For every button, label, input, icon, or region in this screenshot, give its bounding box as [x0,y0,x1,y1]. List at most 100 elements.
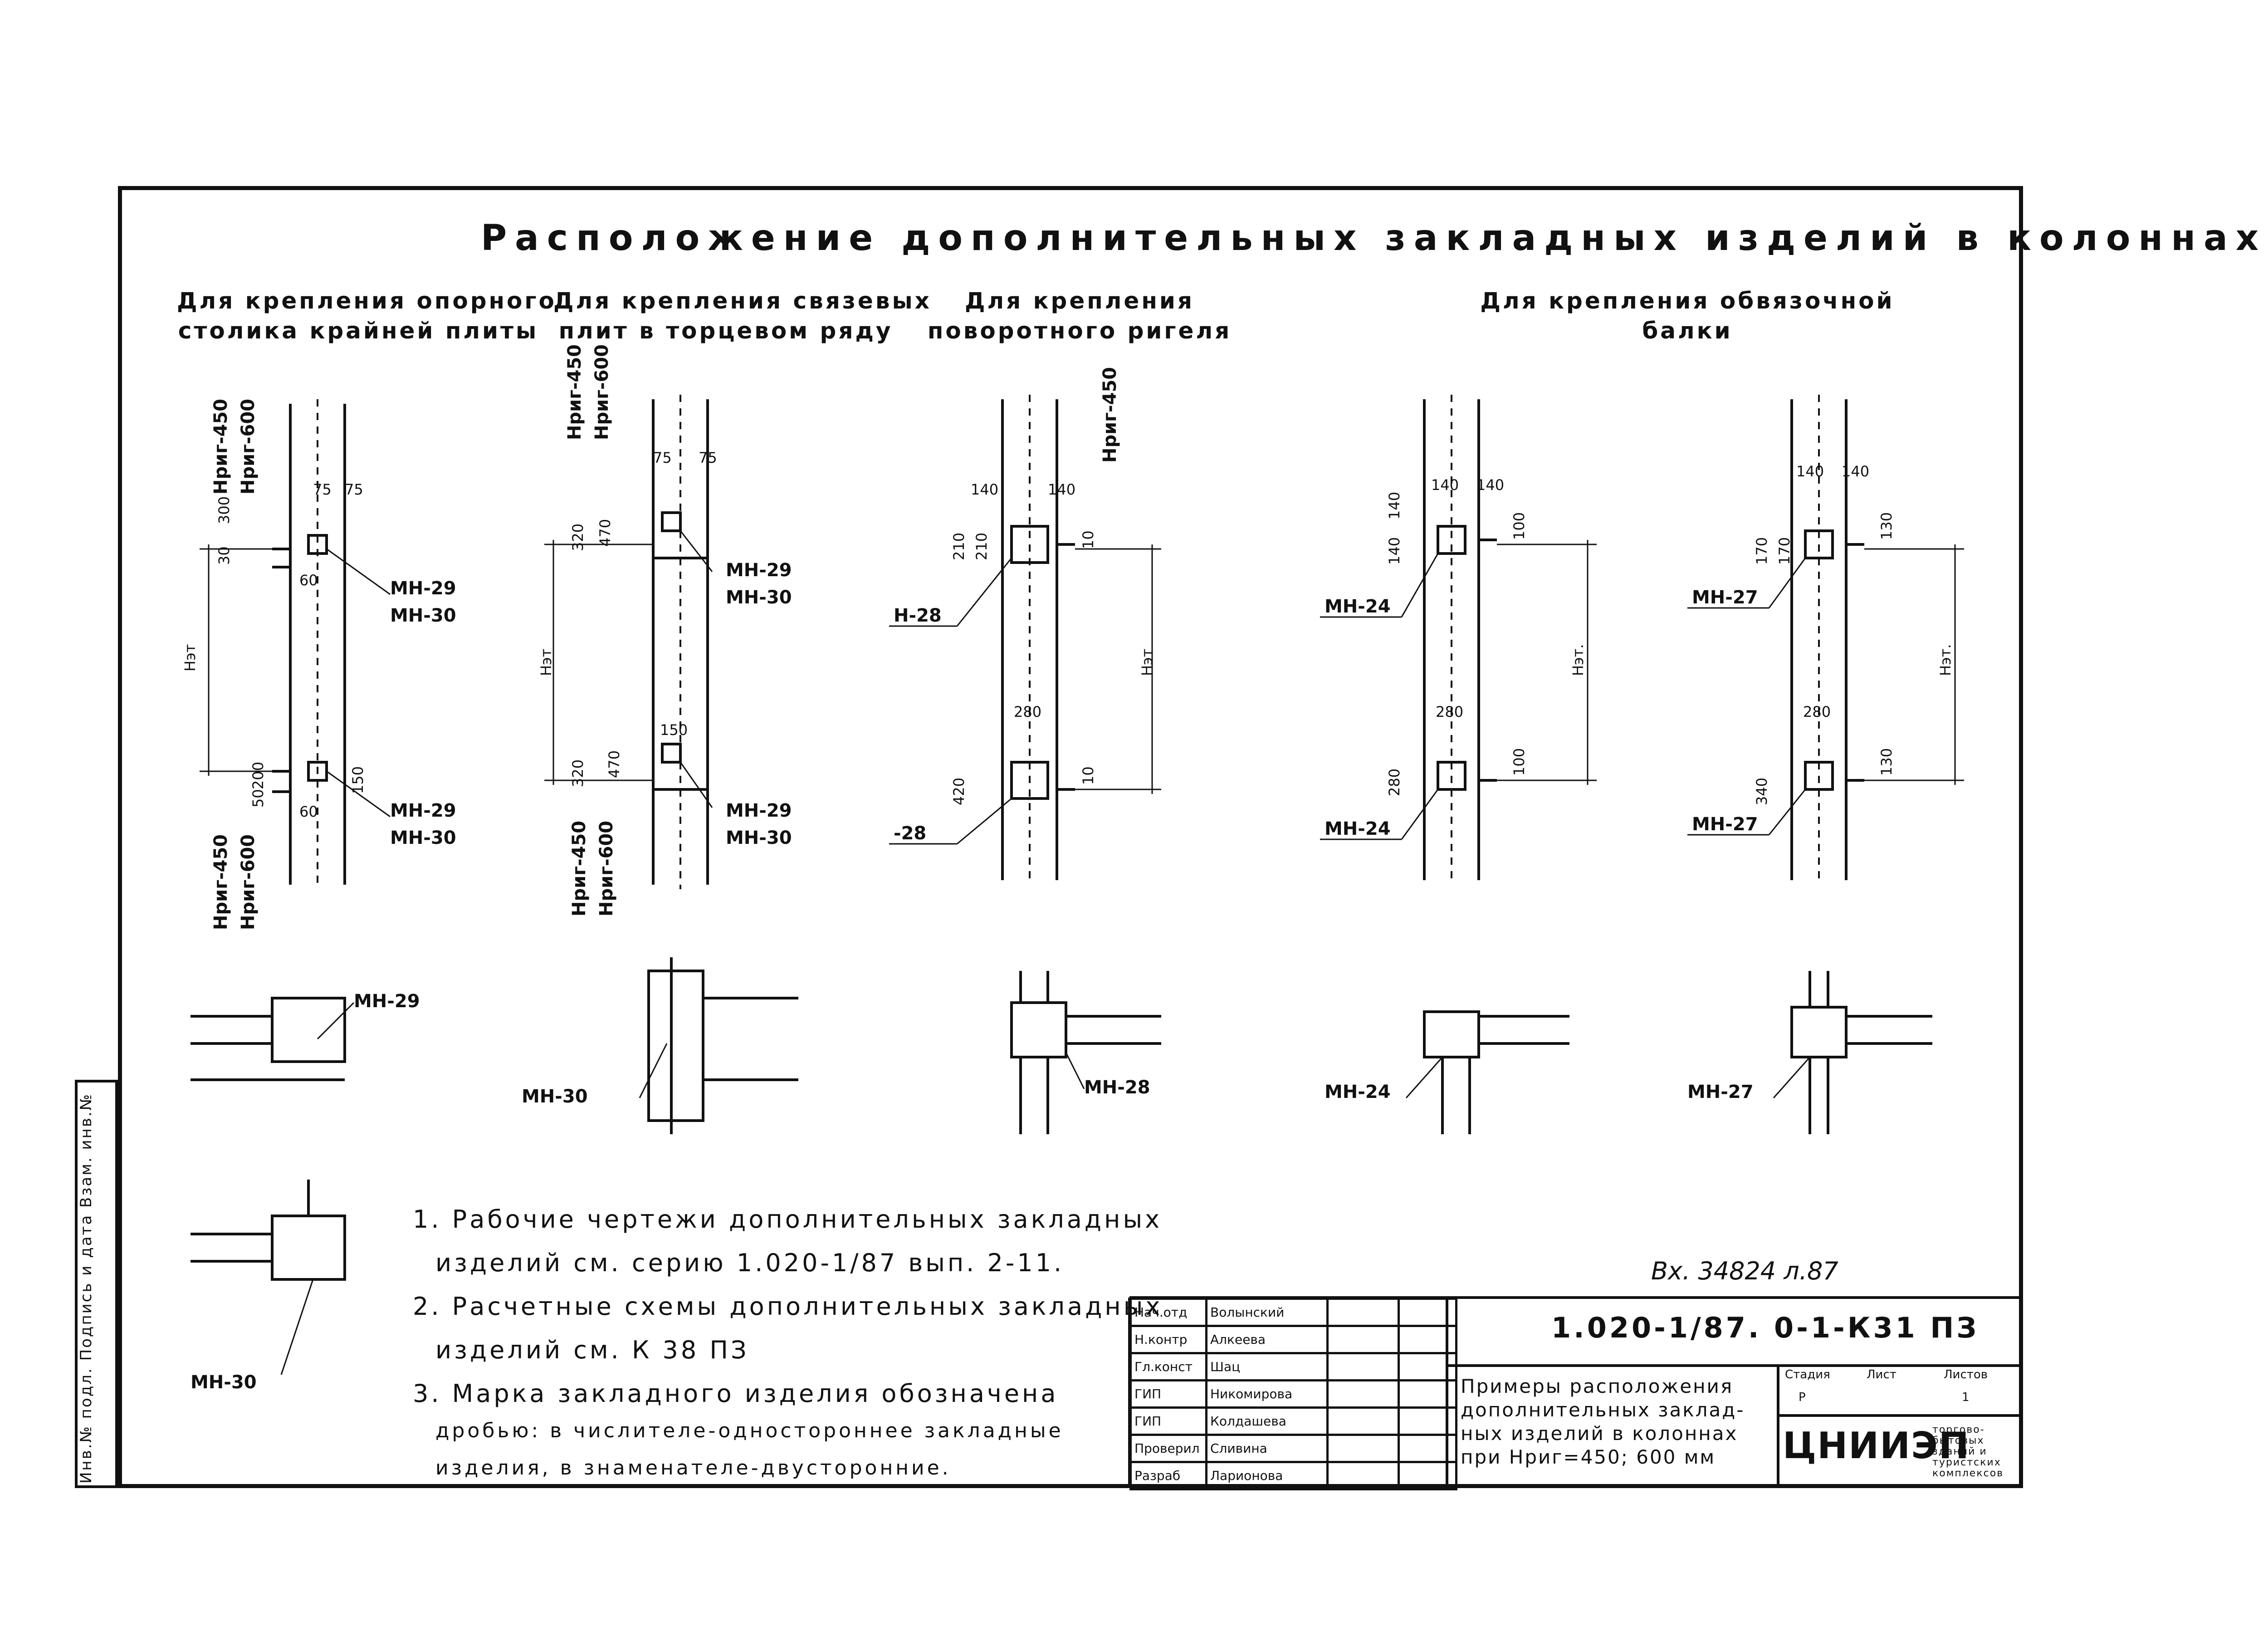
dim-60a: 60 [299,572,318,589]
drawing-frame [118,186,2023,1488]
dim-10b: 10 [1080,766,1097,785]
dim-280a: 280 [1014,703,1041,720]
mark-mn30-plan: МН-30 [522,1086,588,1107]
dim-300: 300 [215,496,233,524]
dim-het-3: Нэт [1139,649,1156,676]
organization-subtitle: торгово- бытовых зданий и туристских ком… [1932,1424,2004,1479]
dim-h600a: Нриг-600 [238,399,259,495]
dim-210a: 210 [950,533,968,560]
dim-h600c: Нриг-600 [591,344,612,440]
dim-200: 200 [249,762,267,789]
mark-mn30-2: МН-30 [390,828,456,848]
mark-mn29-2: МН-29 [390,800,456,821]
mark-mn27-plan: МН-27 [1687,1082,1754,1102]
dim-het-1: Нэт [181,644,199,671]
dim-h600b: Нриг-600 [238,834,259,930]
dim-170a: 170 [1753,537,1770,565]
dim-210b: 210 [973,533,990,560]
mark-mn24-plan: МН-24 [1325,1082,1391,1102]
mark-mn27-2: МН-27 [1692,814,1758,835]
dim-470a: 470 [596,519,614,547]
side-strip-labels: Инв.№ подл. Подпись и дата Взам. инв.№ [77,1092,95,1484]
mark-mn29-4: МН-29 [726,800,792,821]
note-2: 2. Расчетные схемы дополнительных заклад… [413,1292,1163,1321]
dim-h600d: Нриг-600 [596,821,617,916]
dim-75c: 75 [653,449,672,466]
dim-140c: 140 [1431,476,1459,494]
dim-75b: 75 [345,481,363,498]
dim-100b: 100 [1510,748,1528,776]
dim-420: 420 [950,778,968,805]
dim-320b: 320 [569,759,587,787]
dim-140d: 140 [1476,476,1504,494]
dim-130a: 130 [1878,512,1895,540]
dim-30: 30 [215,546,233,565]
dim-h450a: Нриг-450 [210,399,231,495]
dim-140e: 140 [1386,537,1403,565]
dim-50: 50 [249,789,267,808]
dim-60b: 60 [299,803,318,820]
dim-170b: 170 [1776,537,1793,565]
mark-mn30-4: МН-30 [726,828,792,848]
dim-150b: 150 [660,721,688,739]
dim-100a: 100 [1510,512,1528,540]
dim-het-5: Нэт. [1937,644,1954,676]
dim-h450b: Нриг-450 [210,834,231,930]
column-5: Нэт. 140 140 170 170 280 340 130 130 МН-… [1687,395,1964,885]
dim-280d: 280 [1803,703,1831,720]
dim-280c: 280 [1386,769,1403,796]
dim-130b: 130 [1878,748,1895,776]
mark-mn30-1: МН-30 [390,605,456,626]
dim-het-2: Нэт [538,649,555,676]
dim-280b: 280 [1436,703,1463,720]
project-title: Примеры расположения дополнительных закл… [1461,1375,1745,1468]
mark-mn24-2: МН-24 [1325,818,1391,839]
note-1: 1. Рабочие чертежи дополнительных заклад… [413,1205,1163,1234]
mark-h28: Н-28 [894,605,942,626]
note-1b: изделий см. серию 1.020-1/87 вып. 2-11. [435,1249,1065,1277]
dim-320a: 320 [569,524,587,551]
dim-h450d: Нриг-450 [569,821,590,916]
dim-140g: 140 [1796,463,1824,480]
dim-het-4: Нэт. [1569,644,1587,676]
dim-140f: 140 [1386,492,1403,519]
dim-h450e: Нриг-450 [1100,367,1120,463]
mark-mn30-plan2: МН-30 [191,1372,257,1393]
dim-470b: 470 [606,750,623,778]
mark-mn28-plan: МН-28 [1084,1077,1150,1098]
note-3c: изделия, в знаменателе-двусторонние. [435,1456,951,1479]
stage-block: Стадия Лист Листов Р 1 [1785,1368,1988,1404]
mark-mn27-1: МН-27 [1692,587,1758,608]
side-strip [75,1080,118,1488]
dim-h450c: Нриг-450 [564,344,585,440]
dim-140b: 140 [1048,481,1075,498]
dim-140a: 140 [971,481,998,498]
dim-10a: 10 [1080,530,1097,549]
dim-75d: 75 [699,449,717,466]
mark-d28: -28 [894,823,926,844]
plan-details: МН-29 МН-30 МН-28 МН-24 МН-27 МН-30 [191,957,1932,1393]
dim-150: 150 [349,766,367,794]
mark-mn29-1: МН-29 [390,578,456,599]
mark-mn29-plan: МН-29 [354,991,420,1012]
mark-mn29-3: МН-29 [726,560,792,581]
dim-140h: 140 [1842,463,1869,480]
dim-75a: 75 [313,481,332,498]
mark-mn30-3: МН-30 [726,587,792,608]
note-2b: изделий см. К 38 ПЗ [435,1336,749,1364]
note-3: 3. Марка закладного изделия обозначена [413,1379,1059,1408]
mark-mn24-1: МН-24 [1325,596,1391,617]
